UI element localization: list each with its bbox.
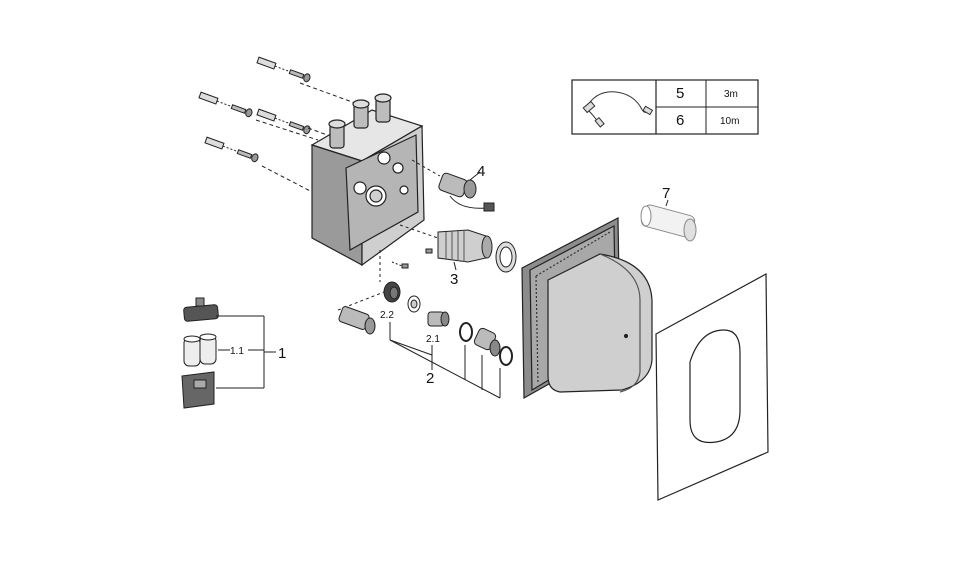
part-2-fittings-group xyxy=(337,250,513,399)
part-label-2-1: 2.1 xyxy=(426,334,440,345)
part-label-4: 4 xyxy=(477,163,485,180)
part-7-cartridge-key xyxy=(640,199,697,242)
part-label-2-2: 2.2 xyxy=(380,310,394,321)
part-4-valve-with-cable xyxy=(411,159,495,212)
wall-seal-plate xyxy=(655,272,769,501)
part-1-battery-pack-group xyxy=(181,297,276,409)
table-row-2-length: 10m xyxy=(720,116,739,127)
part-label-1: 1 xyxy=(278,345,286,362)
table-row-2-part: 6 xyxy=(676,112,684,129)
part-label-7: 7 xyxy=(662,185,670,202)
mounting-box xyxy=(310,93,425,267)
small-fixing-nuts xyxy=(391,248,433,269)
table-row-1-length: 3m xyxy=(724,89,738,100)
cable-icon xyxy=(582,91,654,128)
part-label-2: 2 xyxy=(426,370,434,387)
cable-length-table: 5 3m 6 10m xyxy=(571,79,759,135)
plaster-guard-cover xyxy=(521,217,653,400)
part-label-3: 3 xyxy=(450,271,458,288)
part-label-1-1: 1.1 xyxy=(230,346,244,357)
table-row-1-part: 5 xyxy=(676,85,684,102)
part-3-cartridge xyxy=(399,224,517,273)
